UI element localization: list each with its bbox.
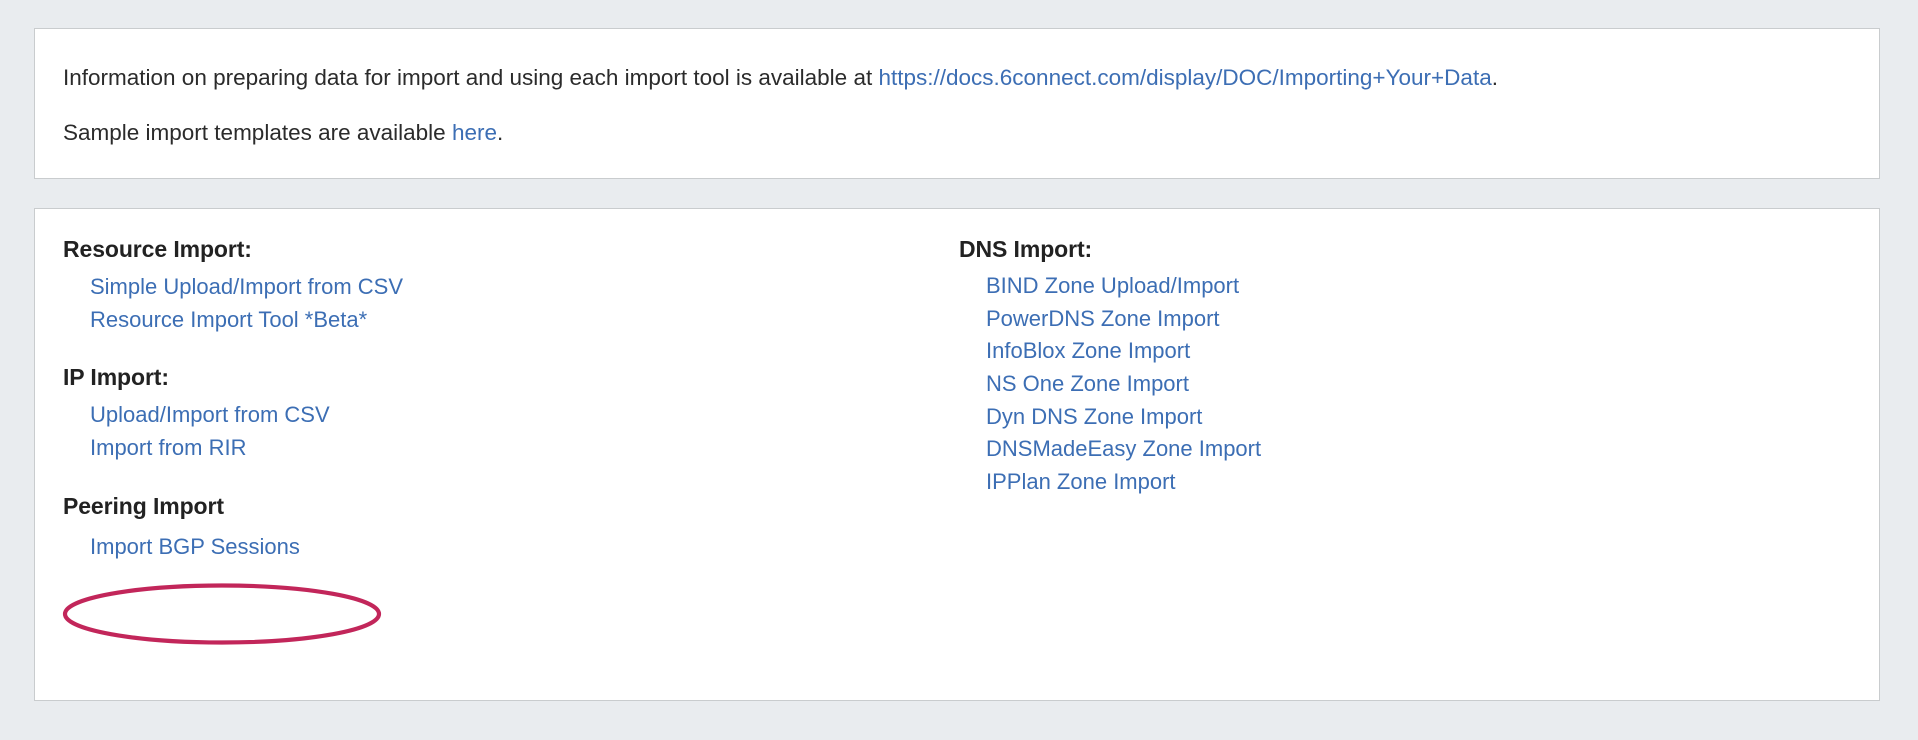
list-item: Dyn DNS Zone Import: [986, 401, 1819, 434]
import-tools-columns: Resource Import: Simple Upload/Import fr…: [63, 235, 1849, 563]
info-line-templates: Sample import templates are available he…: [63, 118, 1849, 147]
info-line-templates-suffix: .: [497, 120, 504, 146]
info-line-docs-suffix: .: [1491, 65, 1498, 90]
link-powerdns-zone-import[interactable]: PowerDNS Zone Import: [986, 305, 1220, 331]
info-line-docs-prefix: Information on preparing data for import…: [63, 65, 879, 90]
link-infoblox-zone-import[interactable]: InfoBlox Zone Import: [986, 338, 1191, 364]
heading-peering-import: Peering Import: [63, 493, 224, 520]
link-dyn-dns-zone-import[interactable]: Dyn DNS Zone Import: [986, 403, 1203, 429]
list-item: Resource Import Tool *Beta*: [90, 303, 959, 336]
info-line-docs: Information on preparing data for import…: [63, 63, 1849, 92]
links-dns-import: BIND Zone Upload/Import PowerDNS Zone Im…: [959, 270, 1819, 499]
right-column: DNS Import: BIND Zone Upload/Import Powe…: [959, 235, 1819, 499]
list-item: PowerDNS Zone Import: [986, 303, 1819, 336]
list-item: DNSMadeEasy Zone Import: [986, 433, 1819, 466]
links-ip-import: Upload/Import from CSV Import from RIR: [63, 398, 959, 464]
info-line-templates-prefix: Sample import templates are available: [63, 120, 452, 146]
group-dns-import: DNS Import: BIND Zone Upload/Import Powe…: [959, 235, 1819, 499]
annotation-ellipse-icon: [62, 582, 382, 645]
link-dnsmadeeasy-zone-import[interactable]: DNSMadeEasy Zone Import: [986, 436, 1262, 462]
link-import-from-rir[interactable]: Import from RIR: [90, 435, 247, 461]
group-ip-import: IP Import: Upload/Import from CSV Import…: [63, 363, 959, 464]
link-simple-upload-import-from-csv[interactable]: Simple Upload/Import from CSV: [90, 273, 403, 299]
group-peering-import: Peering Import Import BGP Sessions: [63, 492, 959, 562]
templates-here-link[interactable]: here: [451, 120, 497, 146]
link-upload-import-from-csv[interactable]: Upload/Import from CSV: [90, 402, 330, 428]
heading-resource-import: Resource Import:: [63, 235, 252, 262]
heading-dns-import: DNS Import:: [959, 235, 1093, 262]
left-column: Resource Import: Simple Upload/Import fr…: [63, 235, 959, 563]
links-resource-import: Simple Upload/Import from CSV Resource I…: [63, 270, 959, 336]
list-item: InfoBlox Zone Import: [986, 335, 1819, 368]
info-panel: Information on preparing data for import…: [34, 28, 1880, 179]
links-peering-import: Import BGP Sessions: [63, 530, 959, 563]
list-item: BIND Zone Upload/Import: [986, 270, 1819, 303]
import-tools-panel: Resource Import: Simple Upload/Import fr…: [34, 207, 1880, 701]
list-item: IPPlan Zone Import: [986, 466, 1819, 499]
group-resource-import: Resource Import: Simple Upload/Import fr…: [63, 235, 959, 336]
heading-ip-import: IP Import:: [63, 363, 169, 390]
list-item: Simple Upload/Import from CSV: [90, 270, 959, 303]
link-resource-import-tool-beta[interactable]: Resource Import Tool *Beta*: [90, 306, 368, 332]
list-item: Import BGP Sessions: [90, 530, 959, 563]
list-item: Import from RIR: [90, 431, 959, 464]
link-ns-one-zone-import[interactable]: NS One Zone Import: [986, 371, 1189, 397]
link-ipplan-zone-import[interactable]: IPPlan Zone Import: [986, 469, 1176, 495]
link-bind-zone-upload-import[interactable]: BIND Zone Upload/Import: [986, 272, 1240, 298]
list-item: NS One Zone Import: [986, 368, 1819, 401]
docs-url-link[interactable]: https://docs.6connect.com/display/DOC/Im…: [878, 65, 1492, 90]
link-import-bgp-sessions[interactable]: Import BGP Sessions: [90, 533, 300, 559]
list-item: Upload/Import from CSV: [90, 398, 959, 431]
